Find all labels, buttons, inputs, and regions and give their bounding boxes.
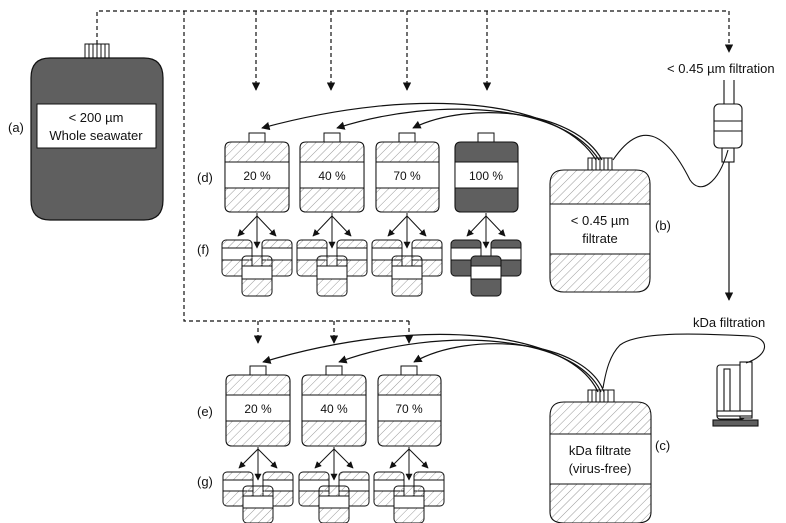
bottle-d-40-label: 40 % [318, 169, 346, 183]
bottle-d-70-label: 70 % [393, 169, 421, 183]
subsample-g-20 [222, 447, 294, 523]
bottle-e-40: 40 % [301, 365, 367, 447]
panel-label-d: (d) [197, 170, 213, 185]
dashed-distribution-lines [96, 10, 734, 344]
row-f-subsamples [221, 213, 522, 297]
bottle-d-20-label: 20 % [243, 169, 271, 183]
kda-filtration-cartridge [602, 333, 766, 427]
bottle-e-70: 70 % [377, 365, 442, 447]
filtrate-kda-bottle: kDa filtrate (virus-free) [549, 389, 652, 523]
subsample-g-70 [373, 447, 445, 523]
subsample-f-100 [450, 213, 522, 297]
panel-label-a: (a) [8, 120, 24, 135]
syringe-filter-unit [612, 80, 743, 188]
bottle-d-100: 100 % [454, 132, 519, 213]
filtrate-045-label-1: < 0.45 µm [571, 213, 629, 228]
filtration-kda-label: kDa filtration [693, 315, 765, 330]
tubes-from-kda-filtrate [262, 333, 605, 393]
filtrate-045-bottle: < 0.45 µm filtrate [549, 157, 651, 293]
seawater-label-name: Whole seawater [49, 128, 143, 143]
filtrate-kda-label-1: kDa filtrate [569, 443, 631, 458]
whole-seawater-bottle: < 200 µm Whole seawater [30, 43, 164, 221]
panel-label-f: (f) [197, 242, 209, 257]
subsample-f-40 [296, 213, 368, 297]
row-e-bottles: 20 % 40 % 70 % [225, 365, 442, 447]
row-d-bottles: 20 % 40 % 70 % 100 % [224, 132, 519, 213]
filtration-045-label: < 0.45 µm filtration [667, 61, 775, 76]
tubes-from-045-filtrate [261, 102, 603, 161]
bottle-e-40-label: 40 % [320, 402, 348, 416]
seawater-label-size: < 200 µm [69, 110, 124, 125]
subsample-f-20 [221, 213, 293, 297]
bottle-d-40: 40 % [299, 132, 365, 213]
filtrate-kda-label-2: (virus-free) [569, 461, 632, 476]
bottle-e-20: 20 % [225, 365, 291, 447]
subsample-g-40 [298, 447, 370, 523]
filtrate-045-label-2: filtrate [582, 231, 617, 246]
subsample-f-70 [371, 213, 443, 297]
bottle-e-20-label: 20 % [244, 402, 272, 416]
panel-label-b: (b) [655, 218, 671, 233]
bottle-d-70: 70 % [375, 132, 440, 213]
bottle-e-70-label: 70 % [395, 402, 423, 416]
bottle-d-20: 20 % [224, 132, 290, 213]
bottle-d-100-label: 100 % [469, 169, 503, 183]
panel-label-c: (c) [655, 438, 670, 453]
panel-label-g: (g) [197, 474, 213, 489]
panel-label-e: (e) [197, 404, 213, 419]
row-g-subsamples [222, 447, 445, 523]
